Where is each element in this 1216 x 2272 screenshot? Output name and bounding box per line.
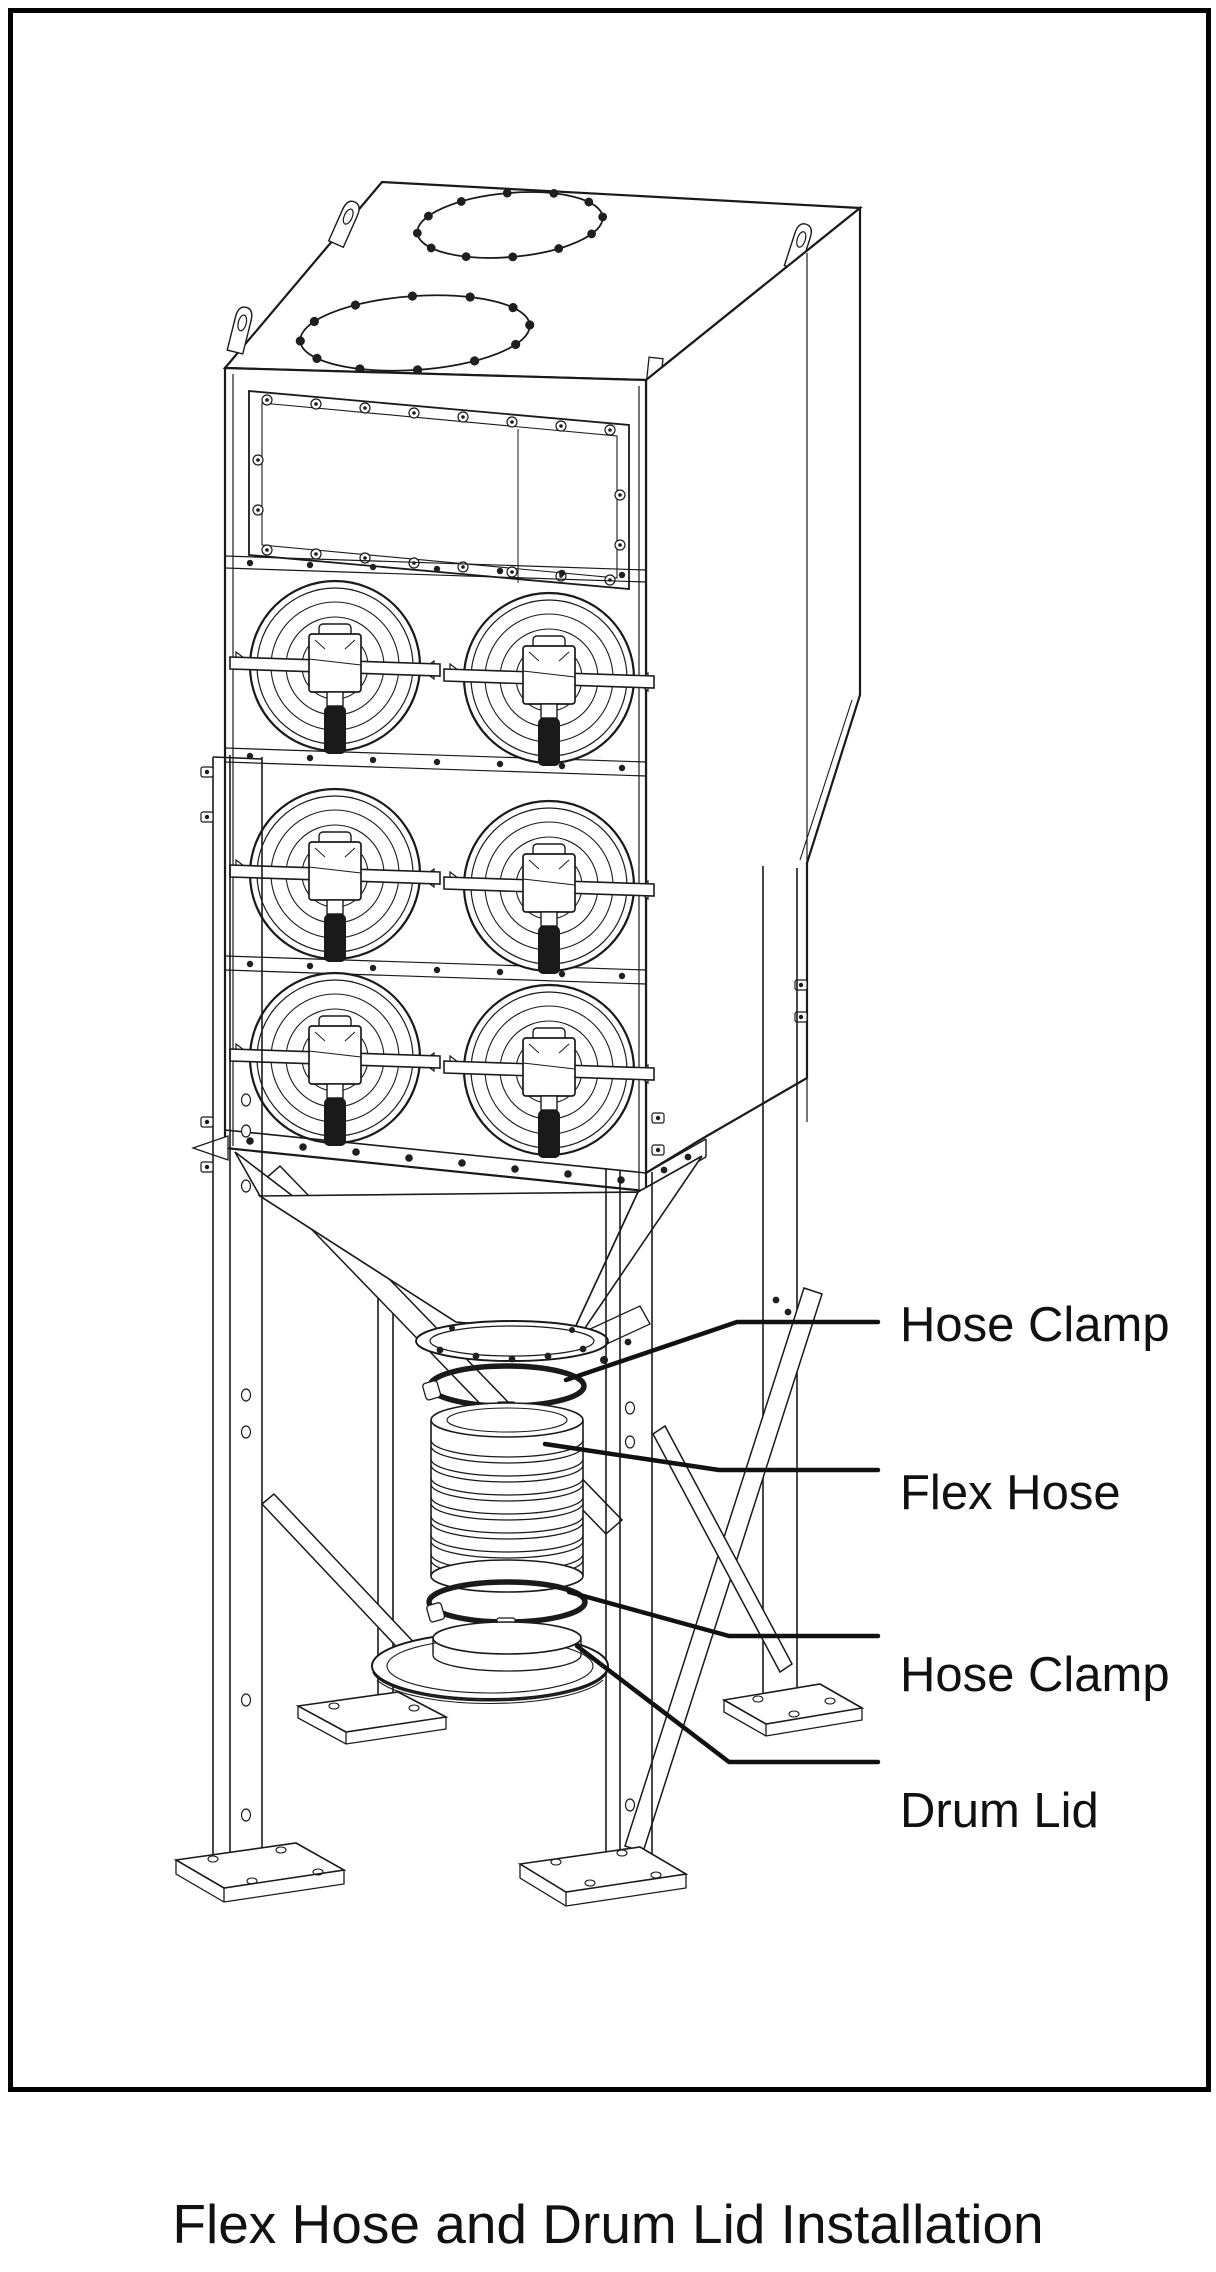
- leg-bolt: [651, 1112, 665, 1124]
- lifting-lug-back-left: [327, 200, 360, 249]
- leg-bolt: [200, 1161, 214, 1173]
- leg-front-left: [173, 755, 347, 1903]
- leader-lines: [542, 1319, 881, 1765]
- leg-front-right: [517, 1112, 689, 1907]
- leg-bolt: [200, 811, 214, 823]
- filter-band-seams: [224, 555, 647, 985]
- leader-drum-lid: [574, 1643, 881, 1765]
- callout-hose-clamp-lower: Hose Clamp: [900, 1648, 1170, 1702]
- foot-pad-front-left: [173, 1842, 347, 1903]
- lifting-lug-front-left: [226, 306, 253, 355]
- callout-labels: Hose Clamp Flex Hose Hose Clamp Drum Lid: [900, 1298, 1170, 1838]
- side-panel-bolt: [794, 1011, 808, 1023]
- brace-right-short: [652, 1424, 793, 1674]
- leader-hose-clamp-upper: [563, 1319, 881, 1383]
- leg-bolt: [651, 1144, 665, 1156]
- page-border: [8, 8, 1211, 2092]
- cabinet-roof: [222, 180, 863, 403]
- leader-hose-clamp-lower: [566, 1589, 881, 1639]
- foot-pad-back-left: [295, 1691, 449, 1745]
- lifting-lug-right: [783, 223, 813, 272]
- drum-lid-collar: [432, 1621, 582, 1672]
- drum-lid: [371, 1621, 609, 1705]
- cabinet-front-face: [190, 366, 707, 1193]
- access-panel: [248, 390, 630, 590]
- callout-hose-clamp-upper: Hose Clamp: [900, 1298, 1170, 1352]
- foot-pad-back-right: [721, 1683, 865, 1737]
- brace-right-long: [624, 1287, 823, 1853]
- roof-opening-near: [295, 291, 535, 375]
- leg-bolt: [200, 766, 214, 778]
- hopper-outlet-flange: [415, 1320, 609, 1363]
- figure-caption: Flex Hose and Drum Lid Installation: [172, 2193, 1044, 2255]
- leg-back-right: [721, 866, 865, 1737]
- cabinet-side-panel: [644, 205, 862, 1175]
- side-panel-bolt: [794, 979, 808, 991]
- leader-flex-hose: [542, 1441, 881, 1473]
- callout-flex-hose: Flex Hose: [900, 1466, 1121, 1520]
- foot-pad-front-right: [517, 1846, 689, 1907]
- callout-drum-lid: Drum Lid: [900, 1784, 1099, 1838]
- roof-opening-far: [412, 188, 608, 262]
- flex-hose: [430, 1402, 584, 1593]
- hopper: [234, 1151, 703, 1364]
- leg-bolt: [200, 1116, 214, 1128]
